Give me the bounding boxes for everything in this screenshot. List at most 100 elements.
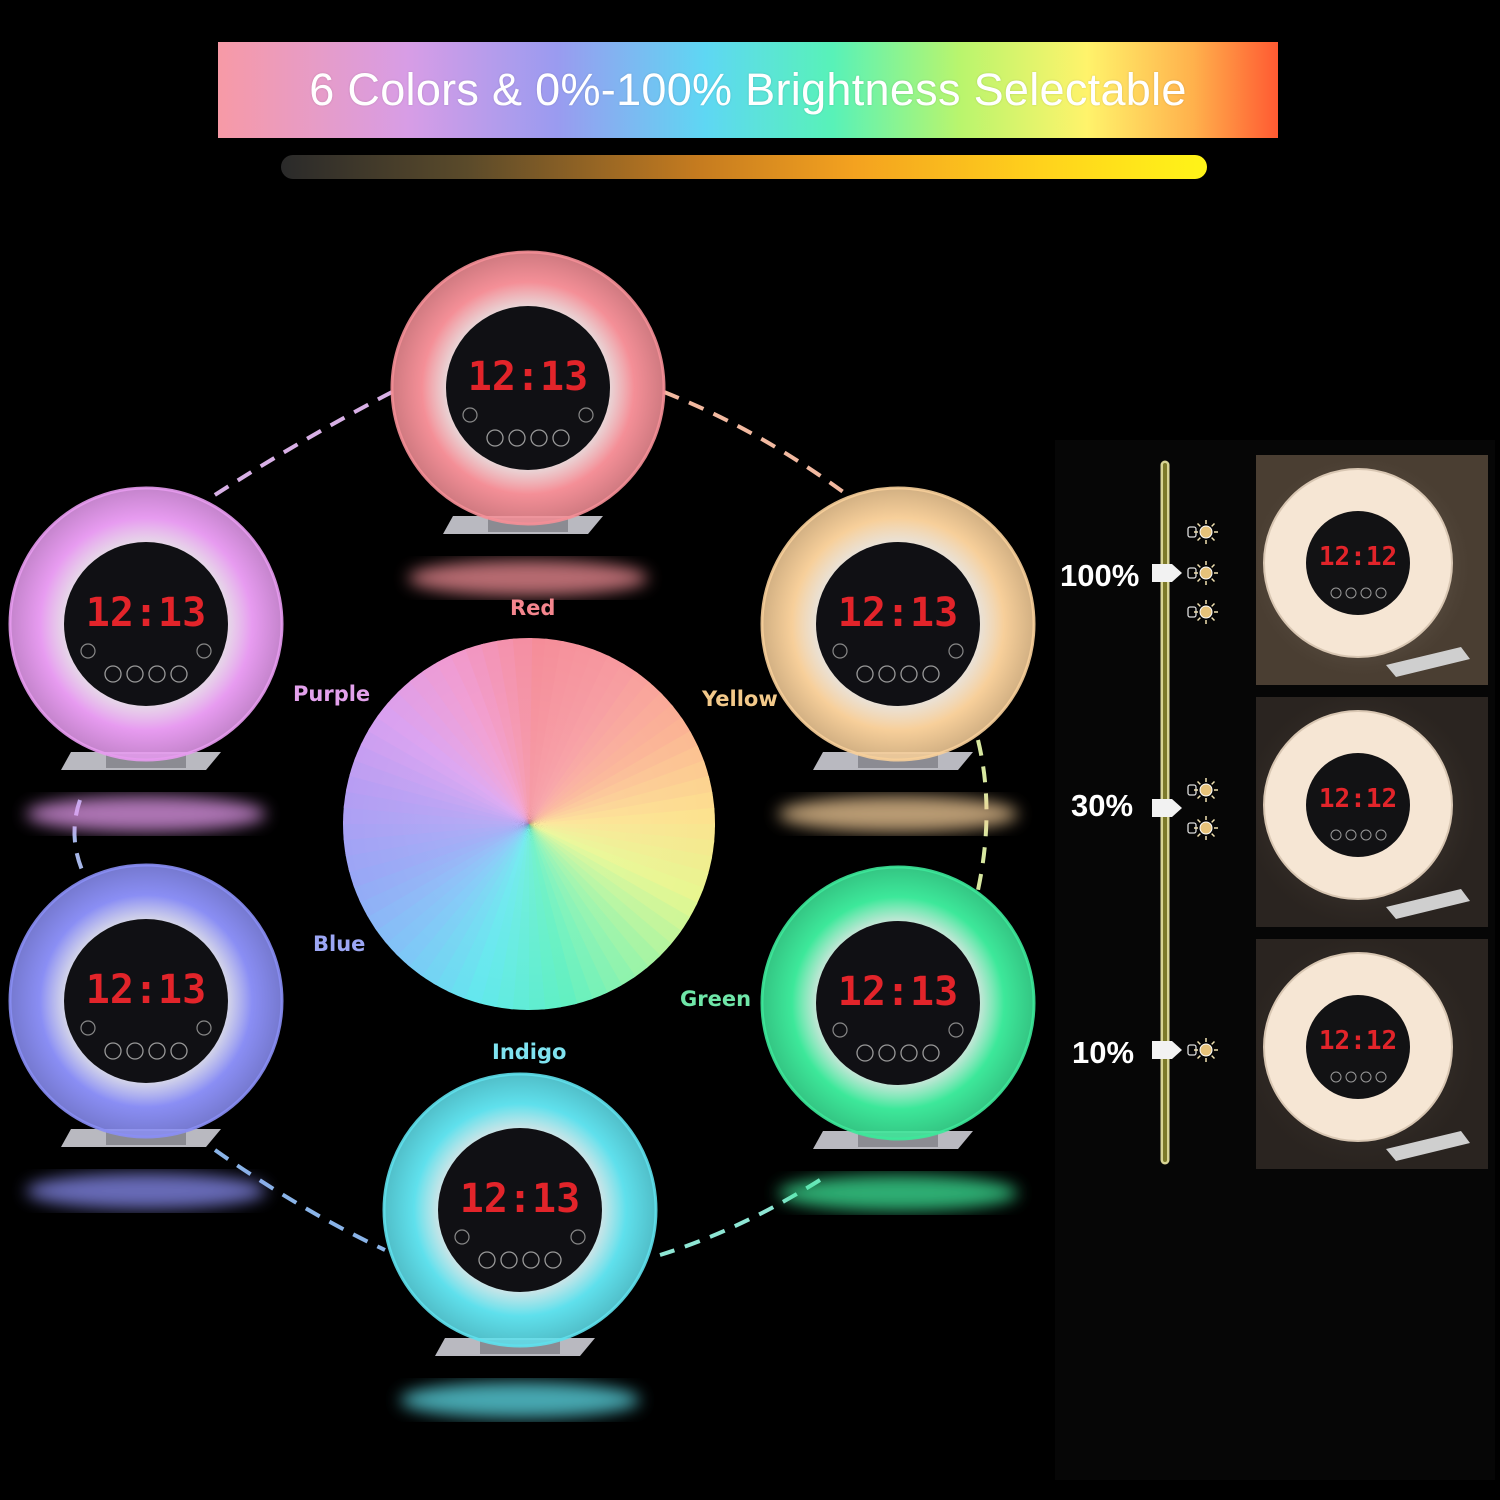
lamp-touch-button (856, 1044, 874, 1062)
lamp-floor-glow (26, 1173, 266, 1209)
sun-icon (1187, 1038, 1218, 1062)
lamp-face (816, 921, 980, 1085)
brightness-photo-100: 12:12 (1256, 455, 1488, 685)
lamp-floor-glow (400, 1382, 640, 1418)
sun-icon (1187, 520, 1218, 544)
lamp-time: 12:13 (468, 354, 588, 400)
photo-lamp-stand (1386, 889, 1470, 919)
brightness-label-100: 100% (1060, 558, 1140, 593)
lamp-touch-button (170, 665, 188, 683)
lamp-touch-button (454, 1229, 470, 1245)
label-green: Green (680, 987, 752, 1011)
lamp-face (64, 919, 228, 1083)
lamp-touch-button (544, 1251, 562, 1269)
lamp-touch-button (500, 1251, 518, 1269)
lamp-photo-10: 12:12 (1256, 939, 1488, 1169)
brightness-pointer (1152, 799, 1182, 817)
lamp-face (446, 306, 610, 470)
sun-icon (1187, 600, 1218, 624)
lamp-touch-button (922, 665, 940, 683)
lamp-floor-glow (408, 560, 648, 596)
color-lamps: 12:13 12:13 12:13 12:13 12:13 12:13 (8, 250, 1036, 1418)
headline-text: 6 Colors & 0%-100% Brightness Selectable (309, 64, 1187, 115)
lamp-touch-button (856, 665, 874, 683)
lamp-floor-glow (26, 796, 266, 832)
lamp-purple: 12:13 (8, 486, 284, 832)
lamp-touch-button (878, 1044, 896, 1062)
lamp-time: 12:13 (838, 969, 958, 1015)
brightness-label-10: 10% (1072, 1035, 1135, 1070)
lamp-face (64, 542, 228, 706)
label-indigo: Indigo (492, 1040, 567, 1064)
lamp-touch-button (922, 1044, 940, 1062)
headline-banner: 6 Colors & 0%-100% Brightness Selectable (218, 42, 1278, 138)
lamp-touch-button (196, 643, 212, 659)
lamp-touch-button (832, 643, 848, 659)
brightness-markers (1152, 520, 1218, 1062)
brightness-marker-10 (1152, 1038, 1218, 1062)
brightness-photo-30: 12:12 (1256, 697, 1488, 927)
brightness-label-30: 30% (1071, 788, 1134, 823)
lamp-touch-button (478, 1251, 496, 1269)
lamp-touch-button (508, 429, 526, 447)
brightness-photo-10: 12:12 (1256, 939, 1488, 1169)
lamp-indigo: 12:13 (382, 1072, 658, 1418)
lamp-touch-button (530, 429, 548, 447)
brightness-gradient-bar (281, 155, 1207, 179)
lamp-touch-button (148, 1042, 166, 1060)
label-purple: Purple (293, 682, 371, 706)
label-yellow: Yellow (702, 687, 778, 711)
brightness-pointer (1152, 564, 1182, 582)
lamp-green: 12:13 (760, 865, 1036, 1211)
lamp-touch-button (878, 665, 896, 683)
lamp-touch-button (126, 1042, 144, 1060)
lamp-touch-button (104, 665, 122, 683)
lamp-touch-button (104, 1042, 122, 1060)
lamp-touch-button (486, 429, 504, 447)
lamp-touch-button (170, 1042, 188, 1060)
color-wheel (343, 638, 715, 1010)
photo-lamp-stand (1386, 647, 1470, 677)
sun-icon (1187, 778, 1218, 802)
lamp-face (438, 1128, 602, 1292)
lamp-touch-button (948, 643, 964, 659)
lamp-red: 12:13 (390, 250, 666, 596)
photo-lamp-time: 12:12 (1319, 1026, 1397, 1056)
sun-icon (1187, 561, 1218, 585)
photo-lamp-time: 12:12 (1319, 784, 1397, 814)
lamp-touch-button (832, 1022, 848, 1038)
lamp-touch-button (900, 665, 918, 683)
brightness-marker-30 (1152, 778, 1218, 840)
lamp-touch-button (522, 1251, 540, 1269)
lamp-touch-button (196, 1020, 212, 1036)
lamp-blue: 12:13 (8, 863, 284, 1209)
lamp-touch-button (462, 407, 478, 423)
sun-icon (1187, 816, 1218, 840)
lamp-touch-button (900, 1044, 918, 1062)
lamp-time: 12:13 (86, 967, 206, 1013)
brightness-marker-100 (1152, 520, 1218, 624)
lamp-time: 12:13 (460, 1176, 580, 1222)
photo-lamp-time: 12:12 (1319, 542, 1397, 572)
lamp-photo-30: 12:12 (1256, 697, 1488, 927)
lamp-floor-glow (778, 796, 1018, 832)
lamp-touch-button (578, 407, 594, 423)
lamp-touch-button (80, 643, 96, 659)
label-red: Red (510, 596, 556, 620)
lamp-time: 12:13 (86, 590, 206, 636)
lamp-touch-button (552, 429, 570, 447)
lamp-touch-button (80, 1020, 96, 1036)
lamp-yellow: 12:13 (760, 486, 1036, 832)
lamp-touch-button (948, 1022, 964, 1038)
brightness-pointer (1152, 1041, 1182, 1059)
wheel-highlight (343, 638, 715, 1010)
lamp-touch-button (126, 665, 144, 683)
lamp-touch-button (570, 1229, 586, 1245)
lamp-floor-glow (778, 1175, 1018, 1211)
lamp-face (816, 542, 980, 706)
photo-lamp-stand (1386, 1131, 1470, 1161)
lamp-touch-button (148, 665, 166, 683)
lamp-time: 12:13 (838, 590, 958, 636)
label-blue: Blue (313, 932, 366, 956)
lamp-photo-100: 12:12 (1256, 455, 1488, 685)
